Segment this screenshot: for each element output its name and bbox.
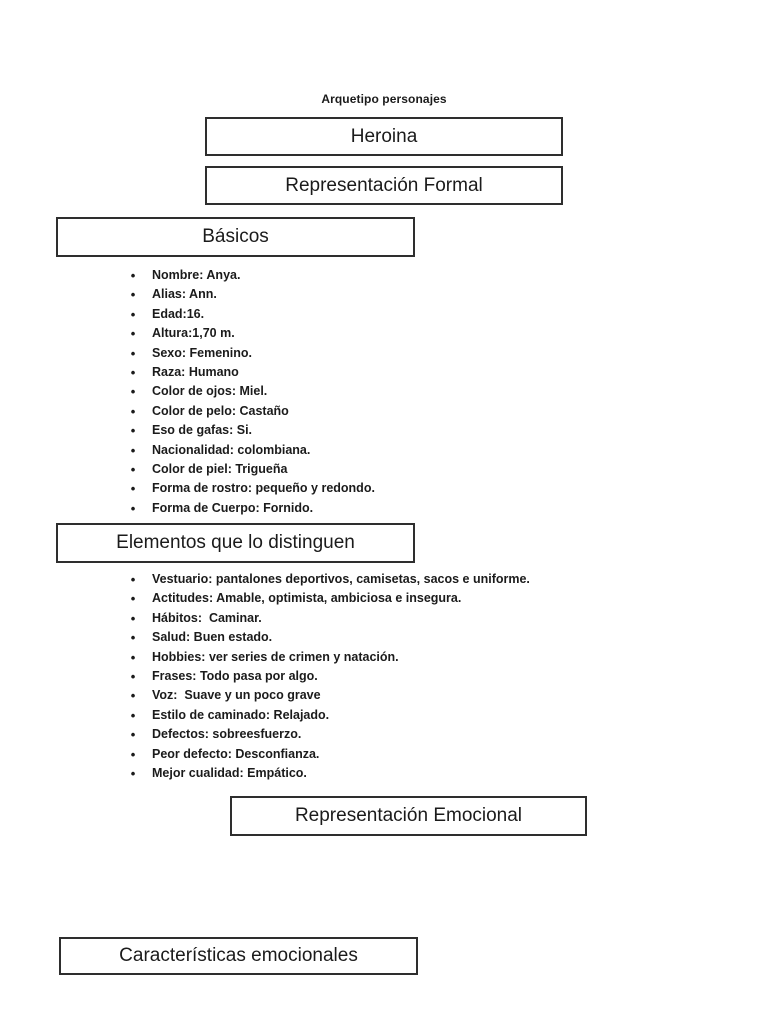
list-item: Color de pelo: Castaño — [128, 402, 708, 422]
list-item: Color de ojos: Miel. — [128, 382, 708, 402]
elementos-bullet-list: Vestuario: pantalones deportivos, camise… — [128, 570, 728, 784]
list-item: Nacionalidad: colombiana. — [128, 441, 708, 461]
box-basicos-label: Básicos — [202, 226, 269, 247]
box-representacion-emocional-label: Representación Emocional — [294, 805, 523, 826]
list-item: Defectos: sobreesfuerzo. — [128, 725, 728, 745]
box-representacion-formal-label: Representación Formal — [285, 174, 483, 196]
list-item: Vestuario: pantalones deportivos, camise… — [128, 570, 728, 590]
list-item: Altura:1,70 m. — [128, 324, 708, 344]
list-item: Nombre: Anya. — [128, 266, 708, 286]
list-item: Raza: Humano — [128, 363, 708, 383]
list-item: Actitudes: Amable, optimista, ambiciosa … — [128, 589, 728, 609]
box-caracteristicas-emocionales-label: Características emocionales — [119, 945, 358, 966]
list-item: Alias: Ann. — [128, 285, 708, 305]
box-caracteristicas-emocionales: Características emocionales — [59, 937, 418, 975]
list-item: Peor defecto: Desconfianza. — [128, 745, 728, 765]
list-item: Sexo: Femenino. — [128, 344, 708, 364]
list-item: Frases: Todo pasa por algo. — [128, 667, 728, 687]
list-item: Salud: Buen estado. — [128, 628, 728, 648]
list-item: Voz: Suave y un poco grave — [128, 686, 728, 706]
box-representacion-formal: Representación Formal — [205, 166, 563, 205]
list-item: Hábitos: Caminar. — [128, 609, 728, 629]
box-heroina-label: Heroina — [350, 125, 418, 147]
box-elementos-que-lo-distinguen: Elementos que lo distinguen — [56, 523, 415, 563]
basicos-bullet-list: Nombre: Anya.Alias: Ann.Edad:16.Altura:1… — [128, 266, 708, 519]
list-item: Estilo de caminado: Relajado. — [128, 706, 728, 726]
box-heroina: Heroina — [205, 117, 563, 156]
list-item: Edad:16. — [128, 305, 708, 325]
box-elementos-label: Elementos que lo distinguen — [116, 532, 355, 553]
list-item: Color de piel: Trigueña — [128, 460, 708, 480]
page-title: Arquetipo personajes — [321, 92, 447, 106]
list-item: Forma de Cuerpo: Fornido. — [128, 499, 708, 519]
box-representacion-emocional: Representación Emocional — [230, 796, 587, 836]
list-item: Eso de gafas: Si. — [128, 421, 708, 441]
list-item: Forma de rostro: pequeño y redondo. — [128, 479, 708, 499]
box-basicos: Básicos — [56, 217, 415, 257]
list-item: Mejor cualidad: Empático. — [128, 764, 728, 784]
list-item: Hobbies: ver series de crimen y natación… — [128, 648, 728, 668]
